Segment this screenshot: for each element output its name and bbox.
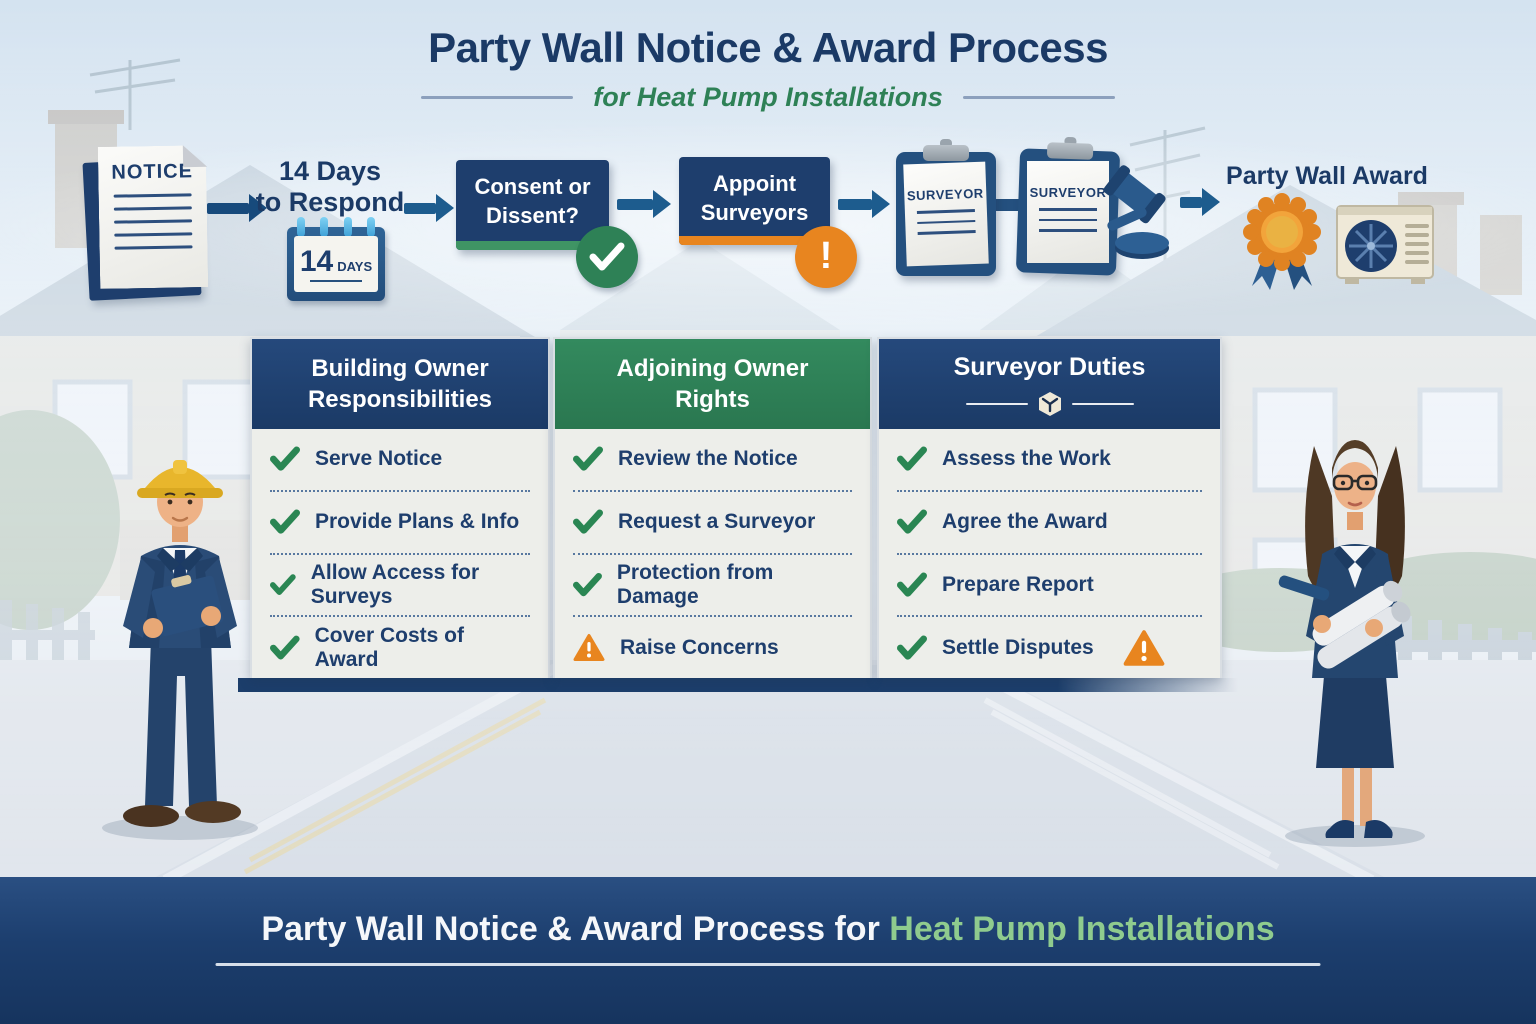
- award-label: Party Wall Award: [1226, 162, 1428, 190]
- footer-banner: Party Wall Notice & Award Process for He…: [0, 877, 1536, 1024]
- page-title: Party Wall Notice & Award Process: [428, 24, 1108, 71]
- list-item: Review the Notice: [573, 429, 852, 492]
- warning-icon: [573, 634, 605, 662]
- panel-building-owner: Building Owner Responsibilities Serve No…: [250, 337, 550, 678]
- flow-arrow-5: [1180, 188, 1220, 216]
- check-icon: [573, 509, 603, 534]
- cube-icon: [1038, 391, 1061, 416]
- check-icon: [589, 242, 625, 271]
- list-item: Agree the Award: [897, 492, 1202, 555]
- check-icon: [270, 446, 300, 472]
- exclamation-icon: !: [819, 234, 833, 277]
- flow-arrow-4: [838, 190, 890, 218]
- appoint-surveyors-step: Appoint Surveyors: [679, 157, 830, 245]
- check-icon: [897, 572, 927, 597]
- list-item: Settle Disputes: [897, 617, 1202, 678]
- calendar-icon: 14 DAYS: [287, 217, 385, 301]
- check-icon: [897, 446, 927, 472]
- list-item: Cover Costs of Award: [270, 617, 530, 678]
- building-owner-illustration: [102, 460, 258, 840]
- page-subtitle: for Heat Pump Installations: [593, 82, 943, 112]
- list-item: Protection from Damage: [573, 555, 852, 618]
- subtitle-rule-left: [421, 96, 574, 99]
- calendar-day-count: 14: [299, 244, 334, 278]
- panel-shadow-strip: [238, 678, 1238, 692]
- list-item: Serve Notice: [270, 429, 530, 492]
- clipboard-connector: [992, 199, 1022, 211]
- surveyor-illustration: [1278, 440, 1425, 847]
- flow-arrow-1: [207, 194, 267, 222]
- footer-rule: [215, 963, 1321, 966]
- list-item: Raise Concerns: [573, 617, 852, 678]
- panel-adjoining-owner-header: Adjoining Owner Rights: [555, 339, 870, 429]
- notice-dogear-fold: [182, 144, 208, 168]
- check-icon: [270, 509, 300, 534]
- check-icon: [573, 446, 603, 472]
- respond-deadline-label: 14 Days to Respond: [255, 156, 405, 218]
- list-item: Assess the Work: [897, 429, 1202, 492]
- check-icon: [573, 572, 602, 597]
- surveyor-clipboard-icon-1: SURVEYOR: [896, 139, 996, 276]
- footer-title: Party Wall Notice & Award Process for He…: [261, 910, 1275, 948]
- panel-adjoining-owner: Adjoining Owner Rights Review the Notice…: [553, 337, 872, 678]
- gavel-icon: [1103, 165, 1169, 259]
- list-item: Allow Access for Surveys: [270, 555, 530, 618]
- list-item: Prepare Report: [897, 555, 1202, 618]
- check-icon: [897, 635, 927, 660]
- check-icon: [270, 574, 296, 595]
- calendar-day-unit: DAYS: [337, 258, 373, 274]
- warning-icon: [1123, 629, 1165, 666]
- flow-arrow-2: [404, 194, 454, 222]
- panel-surveyor-duties-header: Surveyor Duties: [879, 339, 1220, 429]
- appoint-alert-badge: !: [795, 226, 857, 288]
- consent-check-badge: [576, 226, 638, 288]
- award-rosette-icon: [1243, 193, 1321, 290]
- page-subtitle-row: for Heat Pump Installations: [0, 82, 1536, 113]
- flow-arrow-3: [617, 190, 671, 218]
- check-icon: [270, 635, 300, 660]
- panel-surveyor-duties: Surveyor Duties Assess the Work Agree th…: [877, 337, 1222, 678]
- panel-building-owner-header: Building Owner Responsibilities: [252, 339, 548, 429]
- list-item: Provide Plans & Info: [270, 492, 530, 555]
- consent-dissent-step: Consent or Dissent?: [456, 160, 609, 250]
- list-item: Request a Surveyor: [573, 492, 852, 555]
- subtitle-rule-right: [962, 96, 1115, 99]
- check-icon: [897, 509, 927, 534]
- heat-pump-icon: [1336, 205, 1434, 284]
